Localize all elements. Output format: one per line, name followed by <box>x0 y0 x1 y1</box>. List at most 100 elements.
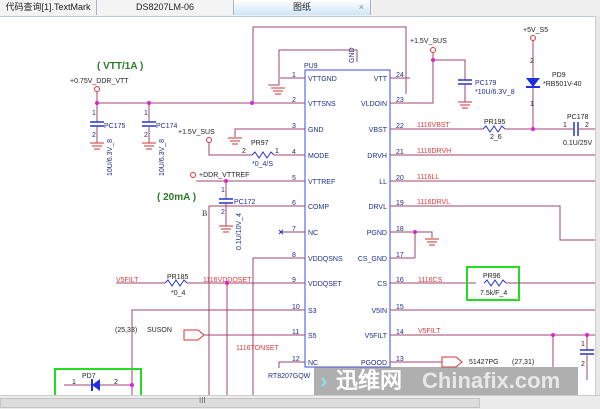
ic-pins: 1VTTGND2VTTSNS3GND4MODE5VTTREF6COMP7NC8V… <box>280 72 410 367</box>
resistor-pr195[interactable]: PR195 2_6 <box>482 119 506 141</box>
tab-label: DS8207LM-06 <box>135 2 195 12</box>
net-drvh: 1116DRVH <box>417 148 451 155</box>
pin-name: VBST <box>369 127 388 134</box>
scrollbar-thumb[interactable]: III <box>0 396 480 408</box>
highlight-box-pd7 <box>54 368 142 396</box>
net-ref: (27,31) <box>512 359 534 366</box>
pin-number: 1 <box>72 379 76 386</box>
tab-ds8207[interactable]: DS8207LM-06 <box>97 0 234 15</box>
part-ref: PC178 <box>567 114 589 121</box>
pin-number: 1 <box>144 110 148 117</box>
pin-number: 2 <box>221 209 225 216</box>
part-value: 2_6 <box>490 134 502 141</box>
net-tonset: 1116TONSET <box>236 345 280 352</box>
net-vddqset: 1116VDDQSET <box>203 277 252 284</box>
pin-number: 18 <box>396 226 404 233</box>
wire <box>278 49 358 78</box>
pin-number: 1 <box>275 148 279 155</box>
pin-name: VTTREF <box>308 179 335 186</box>
part-ref: PC179 <box>475 80 497 87</box>
part-ref: PR185 <box>167 274 189 281</box>
pin-name: VDDQSNS <box>308 256 343 263</box>
pin-name: COMP <box>308 204 329 211</box>
tab-label: 代码查询[1].TextMark <box>5 2 91 12</box>
pin-name: NC <box>308 230 318 237</box>
tab-textmark[interactable]: 代码查询[1].TextMark <box>0 0 97 15</box>
pin-name: VTTGND <box>308 76 337 83</box>
close-icon[interactable]: × <box>358 2 364 12</box>
pin-number: 13 <box>396 356 404 363</box>
pin-number: 17 <box>396 252 404 259</box>
pin-number: 5 <box>292 175 296 182</box>
vertical-scrollbar[interactable] <box>595 16 600 396</box>
power-port-icon <box>94 86 100 92</box>
part-ref: PC175 <box>104 123 126 130</box>
capacitor-pc172[interactable]: PC172 1 2 0.1U/10V_4 <box>219 181 256 250</box>
pin-number: 1 <box>563 122 567 129</box>
pin-name: PGOOD <box>361 360 387 367</box>
net-v5filt: V5FILT <box>418 328 441 335</box>
pin-name: S5 <box>308 333 317 340</box>
ground-icon <box>425 238 439 246</box>
pin-name: DRVH <box>367 153 387 160</box>
ic-part: RT8207GQW <box>268 373 311 380</box>
pin-number: 23 <box>396 97 404 104</box>
watermark: › 迅维网 Chinafix.com <box>314 367 578 395</box>
capacitor-right[interactable]: 1 2 <box>580 335 594 380</box>
resistor-pr96[interactable]: PR96 7.5k/F_4 <box>480 273 507 297</box>
ic-gnd-pin-label: GND <box>349 47 356 63</box>
pin-number: 2 <box>92 132 96 139</box>
resistor-pr97[interactable]: PR97 *0_4/S 2 1 <box>242 140 280 168</box>
wire <box>208 143 252 156</box>
ic-pu9-body[interactable] <box>304 69 391 368</box>
pin-name: V5IN <box>371 308 387 315</box>
ground-icon <box>228 137 242 145</box>
capacitor-pc175[interactable]: PC175 1 2 10U/6.3V_8 <box>90 103 126 176</box>
wire <box>252 257 280 395</box>
part-value: *RB501V-40 <box>543 81 582 88</box>
junction <box>250 101 254 105</box>
diode-pd9[interactable]: PD9 *RB501V-40 2 1 <box>526 41 582 129</box>
pin-number: 2 <box>242 148 246 155</box>
pin-number: 22 <box>396 123 404 130</box>
power-port-icon <box>206 137 212 143</box>
tab-schematic[interactable]: 图纸× <box>234 0 371 15</box>
part-value: 10U/6.3V_8 <box>159 139 166 176</box>
wire <box>410 53 434 104</box>
part-value: *0_4 <box>171 290 186 297</box>
schematic-canvas[interactable]: GND PU9 RT8207GQW 1VTTGND2VTTSNS3GND4MOD… <box>0 16 600 396</box>
pin-name: VLDOIN <box>361 101 387 108</box>
pin-number: 2 <box>581 361 585 368</box>
part-value: 10U/6.3V_8 <box>107 139 114 176</box>
wire <box>208 205 280 395</box>
wire <box>410 231 433 238</box>
capacitor-pc174[interactable]: PC174 1 2 10U/6.3V_8 <box>142 103 178 176</box>
pin-number: 2 <box>292 97 296 104</box>
vtt-current-note: ( VTT/1A ) <box>97 61 143 72</box>
pin-name: PGND <box>367 230 387 237</box>
part-ref: PC174 <box>156 123 178 130</box>
diode-pd7[interactable]: PD7 1 2 <box>64 373 132 391</box>
pin-name: V5FILT <box>365 333 388 340</box>
pin-number: 4 <box>292 149 296 156</box>
capacitor-pc178[interactable]: PC178 0.1U/25V 1 2 <box>563 114 595 147</box>
offpage-connector-icon <box>441 356 463 368</box>
capacitor-pc179[interactable]: PC179 *10U/6.3V_8 <box>433 59 515 109</box>
wire <box>234 128 280 137</box>
part-value: 7.5k/F_4 <box>480 290 507 297</box>
pin-number: 11 <box>292 329 299 336</box>
resistor-pr185[interactable]: PR185 *0_4 <box>164 274 189 297</box>
pin-number: 20 <box>396 175 404 182</box>
horizontal-scrollbar[interactable]: III <box>0 395 600 409</box>
net-ll: 1116LL <box>417 174 439 181</box>
rail-5v-s5: +5V_S5 <box>523 27 548 34</box>
pin-name: LL <box>379 179 387 186</box>
wire <box>278 361 280 368</box>
part-value: 0.1U/25V <box>563 140 593 147</box>
watermark-en: Chinafix.com <box>422 368 561 393</box>
pin-number: 12 <box>292 356 300 363</box>
wire <box>252 26 407 103</box>
part-ref: PR97 <box>251 140 269 147</box>
watermark-cn: 迅维网 <box>336 368 403 393</box>
junction <box>130 383 134 387</box>
